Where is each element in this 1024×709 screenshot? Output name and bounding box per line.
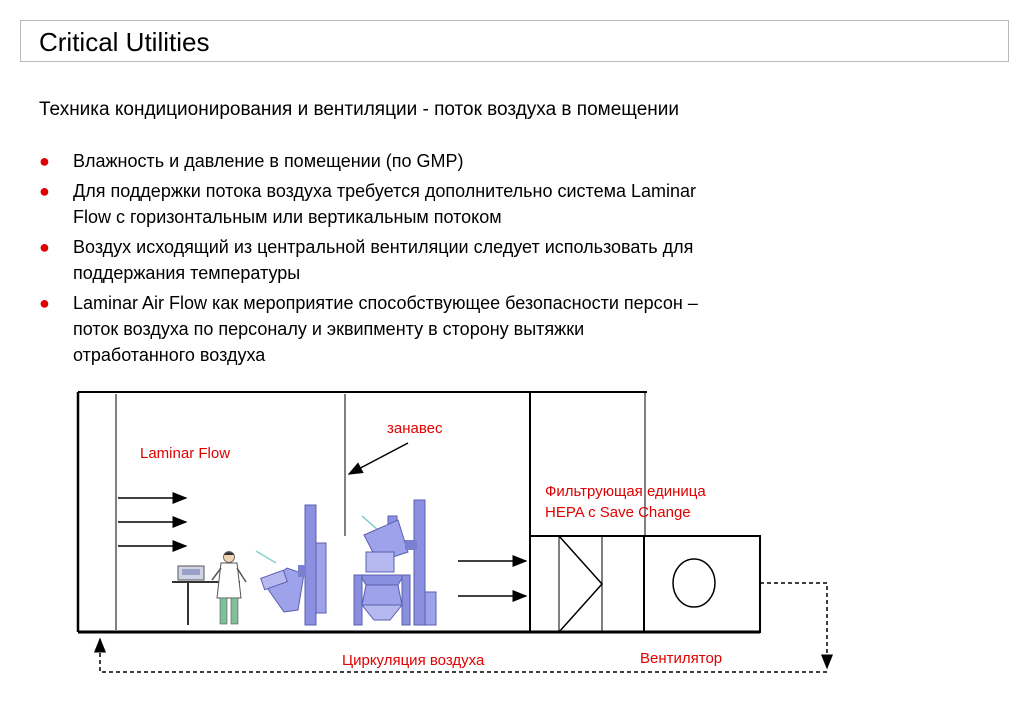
exhaust-arrows — [458, 555, 528, 602]
bullet-dot-icon: ● — [39, 237, 50, 257]
bullet-text: поддержания температуры — [73, 263, 301, 283]
bullet-dot-icon: ● — [39, 293, 50, 313]
bullet-item: ● Воздух исходящий из центральной вентил… — [39, 234, 869, 286]
bullet-dot-icon: ● — [39, 181, 50, 201]
fan-icon — [672, 558, 716, 608]
laminar-flow-label: Laminar Flow — [140, 445, 230, 462]
bullet-text: Для поддержки потока воздуха требуется д… — [73, 181, 697, 201]
circulation-loop — [94, 582, 833, 673]
bullet-item: ● Laminar Air Flow как мероприятие спосо… — [39, 290, 869, 368]
circulation-label: Циркуляция воздуха — [342, 652, 485, 669]
page-title: Critical Utilities — [39, 27, 210, 57]
filter-unit-label: Фильтрующая единица — [545, 483, 706, 500]
bullet-text: отработанного воздуха — [73, 345, 266, 365]
airflow-diagram: занавес Laminar Flow Фильтрующая единица… — [76, 391, 833, 673]
room-outline — [76, 391, 760, 634]
bullet-dot-icon: ● — [39, 151, 50, 171]
mixer-machine-icon — [255, 504, 327, 626]
bullet-text: Воздух исходящий из центральной вентиляц… — [73, 237, 694, 257]
hepa-filter-unit — [529, 535, 645, 633]
hepa-label: HEPA с Save Change — [545, 504, 691, 521]
slide-subtitle: Техника кондиционирования и вентиляции -… — [39, 99, 679, 120]
fan-label: Вентилятор — [640, 650, 722, 667]
bullet-text: Laminar Air Flow как мероприятие способс… — [73, 293, 698, 313]
bullet-item: ● Влажность и давление в помещении (по G… — [39, 148, 869, 174]
workstation-icon — [172, 565, 240, 625]
bullet-text: Flow с горизонтальным или вертикальным п… — [73, 207, 502, 227]
curtain-pointer-arrow — [347, 442, 409, 475]
bin-blender-icon — [353, 499, 437, 626]
laminar-flow-arrows — [118, 492, 188, 552]
bullet-item: ● Для поддержки потока воздуха требуется… — [39, 178, 869, 230]
bullet-list: ● Влажность и давление в помещении (по G… — [39, 148, 869, 372]
fan-unit — [643, 535, 761, 633]
curtain-label: занавес — [387, 420, 443, 437]
bullet-text: поток воздуха по персоналу и эквипменту … — [73, 319, 585, 339]
bullet-text: Влажность и давление в помещении (по GMP… — [73, 151, 464, 171]
operator-figure-icon — [211, 551, 247, 625]
title-bar: Critical Utilities — [20, 20, 1009, 62]
